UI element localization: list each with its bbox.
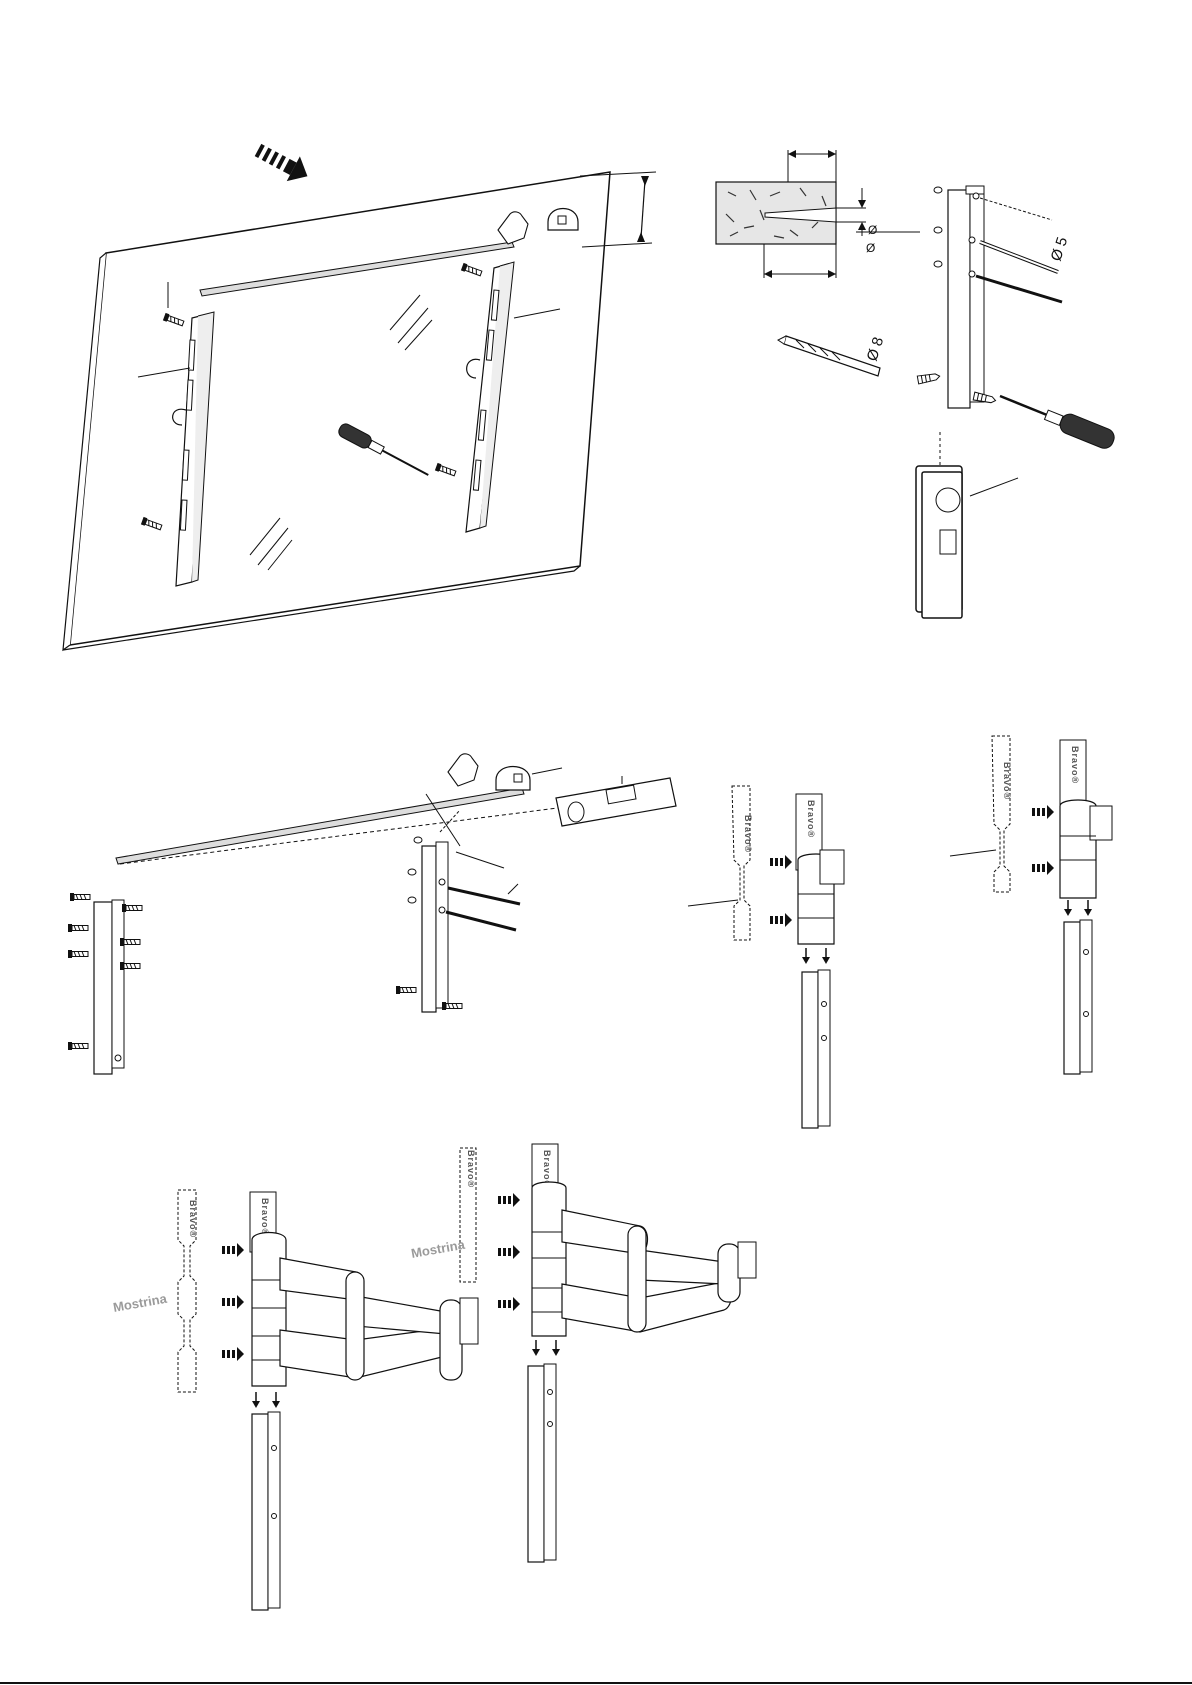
screw-icon [122, 904, 142, 912]
arrow-icon [770, 913, 792, 927]
diameter-label-2: Ø [866, 241, 875, 255]
brand-label: Bravo® [466, 1150, 476, 1188]
left-wall-rail [94, 900, 124, 1074]
tv-back-panel-diagram [63, 138, 656, 650]
down-arrow-icon [532, 1340, 540, 1356]
arrow-icon [1032, 805, 1054, 819]
arm-assembly-diagram-b: Bravo® [498, 1144, 756, 1562]
down-arrow-icon [272, 1392, 280, 1408]
spirit-level-icon [556, 778, 676, 826]
cover-attach-diagram-a: Bravo® Bravo® [688, 786, 844, 1128]
mostrina-label: Mostrina [112, 1291, 169, 1315]
cover-attach-diagram-b: Bravo® Bravo® [950, 736, 1112, 1074]
down-arrow-icon [822, 948, 830, 964]
arrow-icon [498, 1245, 520, 1259]
tape-measure-icon [496, 767, 530, 791]
screw-icon [68, 950, 88, 958]
mostrina-label: Mostrina [410, 1237, 467, 1261]
brand-label: Bravo® [1070, 746, 1080, 784]
brand-label: Bravo® [260, 1198, 270, 1236]
screw-icon [120, 938, 140, 946]
down-arrow-icon [252, 1392, 260, 1408]
wall-rail [934, 186, 984, 408]
down-arrow-icon [1084, 900, 1092, 916]
screw-icon [442, 1002, 462, 1010]
down-arrow-icon [1064, 900, 1072, 916]
leveling-diagram [68, 754, 676, 1074]
down-arrow-icon [802, 948, 810, 964]
hand-pointer-icon [448, 754, 478, 786]
screw-icon [120, 962, 140, 970]
brand-label: Bravo® [743, 815, 753, 853]
diameter-8-label: Ø 8 [864, 335, 888, 363]
page-bottom-rule [0, 1682, 1192, 1684]
brand-label: Bravo® [806, 800, 816, 838]
screw-icon [396, 986, 416, 994]
arm-assembly-diagram-a: Bravo® Mostrina Bravo® Bravo® Mostrina [112, 1148, 478, 1610]
arrow-icon [498, 1193, 520, 1207]
middle-wall-rail [408, 810, 520, 1012]
wall-plug-icon [917, 372, 940, 384]
arrow-icon [251, 138, 314, 189]
arrow-icon [222, 1243, 244, 1257]
arrow-icon [498, 1297, 520, 1311]
arrow-icon [222, 1295, 244, 1309]
screw-icon [68, 1042, 88, 1050]
tape-measure-icon [548, 209, 578, 231]
brand-label: Bravo® [1002, 762, 1012, 800]
brand-label: Bravo® [188, 1200, 198, 1238]
arrow-icon [1032, 861, 1054, 875]
diameter-5-label: Ø 5 [1048, 235, 1072, 263]
phone-icon [916, 432, 962, 618]
down-arrow-icon [552, 1340, 560, 1356]
diameter-label: Ø [868, 223, 877, 237]
screw-icon [68, 924, 88, 932]
wall-drilling-diagram: Ø Ø Ø 5 Ø 8 [716, 150, 1117, 618]
screw-icon [70, 893, 90, 901]
arrow-icon [222, 1347, 244, 1361]
arrow-icon [770, 855, 792, 869]
screwdriver-icon [996, 387, 1117, 451]
wall-plug-icon [973, 392, 996, 404]
